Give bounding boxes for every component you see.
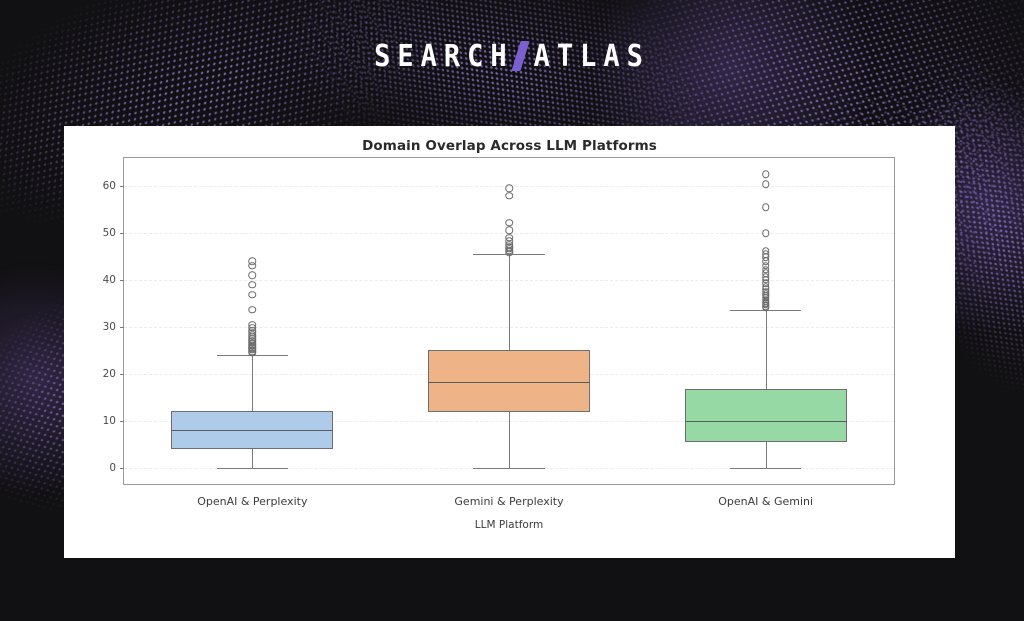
outlier-point xyxy=(761,180,770,189)
y-tick-label: 50 xyxy=(102,227,116,240)
x-tick-label: OpenAI & Gemini xyxy=(718,495,814,508)
whisker-line xyxy=(765,442,767,468)
plot-inner xyxy=(124,158,894,484)
boxplot-group xyxy=(124,158,894,484)
outlier-point xyxy=(248,348,257,357)
y-tick-label: 60 xyxy=(102,180,116,193)
outlier-point xyxy=(248,306,257,314)
y-tick-mark xyxy=(120,373,124,375)
y-tick-label: 0 xyxy=(109,461,116,474)
whisker-line xyxy=(252,355,254,412)
whisker-cap xyxy=(473,467,545,469)
outlier-point xyxy=(248,262,257,270)
y-tick-label: 20 xyxy=(102,367,116,380)
y-tick-mark xyxy=(120,279,124,281)
outlier-point xyxy=(248,280,257,289)
box-rect xyxy=(428,349,590,413)
y-tick-mark xyxy=(120,420,124,422)
y-tick-label: 30 xyxy=(102,320,116,333)
outlier-point xyxy=(248,291,257,299)
boxplot-group xyxy=(124,158,894,484)
outlier-point xyxy=(761,170,770,179)
x-tick-label: Gemini & Perplexity xyxy=(454,495,564,508)
y-tick-mark xyxy=(120,233,124,235)
box-rect xyxy=(684,389,847,443)
y-tick-mark xyxy=(120,326,124,328)
median-line xyxy=(428,382,590,384)
outlier-point xyxy=(761,229,770,237)
whisker-line xyxy=(509,412,510,468)
outlier-point xyxy=(505,218,513,227)
x-tick-label: OpenAI & Perplexity xyxy=(197,495,308,508)
median-line xyxy=(171,430,334,432)
y-tick-mark xyxy=(120,186,124,188)
outlier-point xyxy=(761,303,770,312)
chart-title: Domain Overlap Across LLM Platforms xyxy=(362,138,657,154)
median-line xyxy=(684,420,847,422)
boxplot-group xyxy=(124,158,894,484)
chart-card: Domain Overlap Across LLM Platforms % Do… xyxy=(64,126,955,558)
y-tick-mark xyxy=(120,467,124,469)
whisker-line xyxy=(252,448,254,468)
whisker-cap xyxy=(730,467,802,469)
whisker-line xyxy=(765,310,767,390)
whisker-cap xyxy=(216,467,288,469)
outlier-point xyxy=(248,271,257,280)
outlier-point xyxy=(505,184,513,192)
outlier-point xyxy=(505,226,513,234)
outlier-point xyxy=(505,191,513,200)
y-tick-label: 10 xyxy=(102,414,116,427)
y-tick-label: 40 xyxy=(102,273,116,286)
outlier-point xyxy=(505,248,513,257)
x-axis-label: LLM Platform xyxy=(474,519,544,531)
outlier-point xyxy=(761,203,770,211)
box-rect xyxy=(171,411,334,449)
whisker-line xyxy=(509,254,510,350)
